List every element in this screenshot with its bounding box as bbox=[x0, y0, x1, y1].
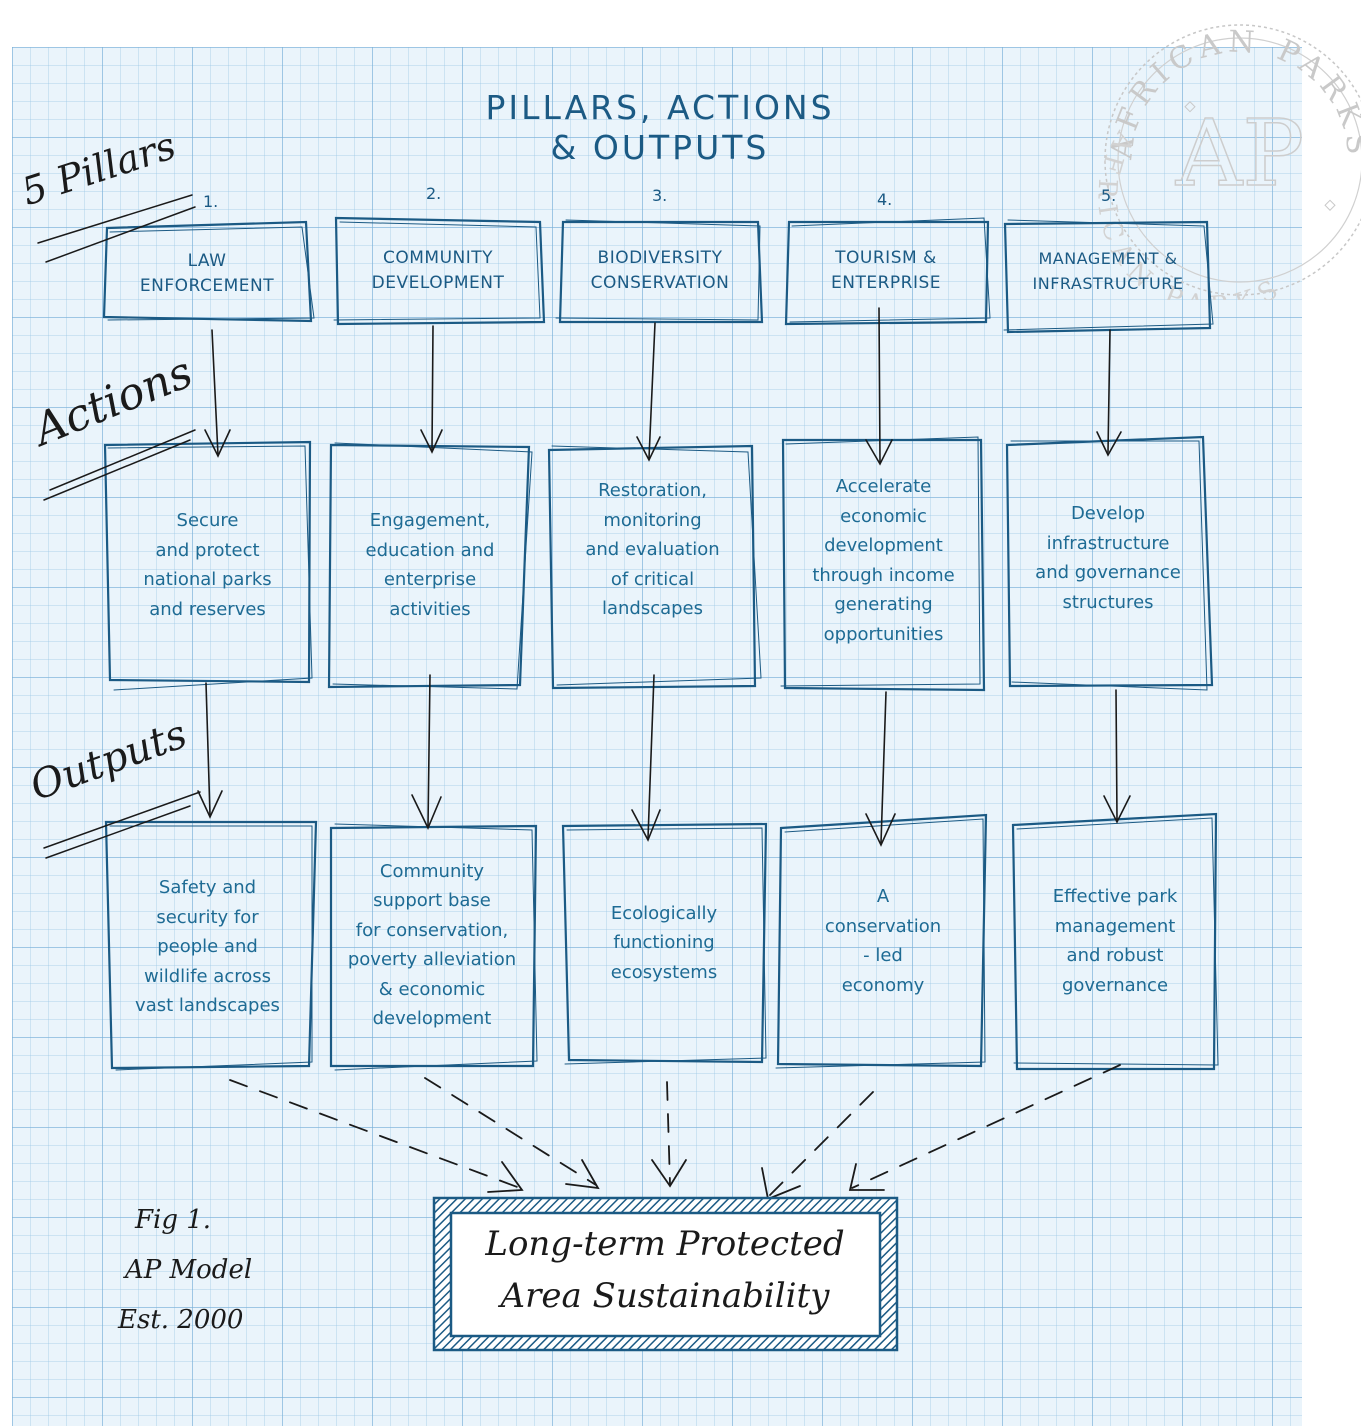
pillar-box-1 bbox=[102, 220, 313, 323]
pillar-box-2 bbox=[334, 216, 546, 326]
pillar-label-2: COMMUNITY DEVELOPMENT bbox=[371, 248, 505, 293]
action-box-1 bbox=[103, 440, 312, 684]
diagram-title-line2: & OUTPUTS bbox=[550, 128, 770, 167]
figure-note-line2: AP Model bbox=[125, 1255, 253, 1285]
figure-note-line1: Fig 1. bbox=[135, 1205, 212, 1235]
pillar-box-5 bbox=[1003, 220, 1212, 334]
figure-note-line3: Est. 2000 bbox=[118, 1305, 244, 1335]
action-box-4 bbox=[781, 438, 986, 692]
pillar-number-1: 1. bbox=[203, 192, 219, 211]
action-text-4: Accelerate economic development through … bbox=[812, 476, 955, 645]
action-text-5: Develop infrastructure and governance st… bbox=[1035, 503, 1181, 613]
action-box-3 bbox=[547, 444, 757, 690]
output-box-4 bbox=[776, 813, 988, 1068]
output-box-5 bbox=[1011, 812, 1218, 1071]
flow-arrows bbox=[197, 307, 1131, 847]
output-text-5: Effective park management and robust gov… bbox=[1052, 886, 1178, 996]
output-box-3 bbox=[561, 822, 768, 1064]
grid-paper-background bbox=[12, 47, 1302, 1426]
pillar-label-4: TOURISM & ENTERPRISE bbox=[830, 248, 941, 293]
outcome-frame bbox=[432, 1196, 899, 1352]
action-boxes bbox=[103, 435, 1214, 692]
output-box-2 bbox=[329, 824, 538, 1068]
converging-arrows bbox=[229, 1064, 1121, 1201]
seal-monogram: AP bbox=[1175, 100, 1304, 207]
output-text-3: Ecologically functioning ecosystems bbox=[610, 902, 718, 983]
output-box-1 bbox=[104, 820, 318, 1070]
action-text-3: Restoration, monitoring and evaluation o… bbox=[585, 480, 720, 620]
pillar-boxes bbox=[102, 216, 1214, 334]
action-box-5 bbox=[1005, 435, 1214, 688]
pillar-number-5: 5. bbox=[1101, 186, 1117, 205]
output-text-1: Safety and security for people and wildl… bbox=[135, 877, 280, 1017]
pillar-number-2: 2. bbox=[426, 184, 442, 203]
action-text-1: Secure and protect national parks and re… bbox=[143, 510, 272, 620]
output-text-4: A conservation - led economy bbox=[824, 886, 942, 996]
action-text-2: Engagement, education and enterprise act… bbox=[365, 510, 495, 620]
outcome-text: Long-term Protected Area Sustainability bbox=[485, 1224, 845, 1316]
output-text-2: Community support base for conservation,… bbox=[347, 860, 517, 1030]
pillar-label-3: BIODIVERSITY CONSERVATION bbox=[590, 248, 730, 293]
african-parks-seal: AFRICAN PARKS AFRICAN PARKS AP bbox=[1091, 24, 1361, 300]
action-box-2 bbox=[327, 443, 531, 689]
diagram-title-line1: PILLARS, ACTIONS bbox=[485, 88, 835, 127]
pillar-box-4 bbox=[784, 220, 990, 326]
pillar-label-5: MANAGEMENT & INFRASTRUCTURE bbox=[1032, 249, 1184, 293]
pillar-label-1: LAW ENFORCEMENT bbox=[139, 251, 275, 296]
output-boxes bbox=[104, 812, 1219, 1071]
pillar-box-3 bbox=[558, 220, 764, 324]
pillar-number-4: 4. bbox=[877, 190, 893, 209]
row-label-underlines bbox=[37, 194, 201, 859]
pillar-number-3: 3. bbox=[652, 186, 668, 205]
